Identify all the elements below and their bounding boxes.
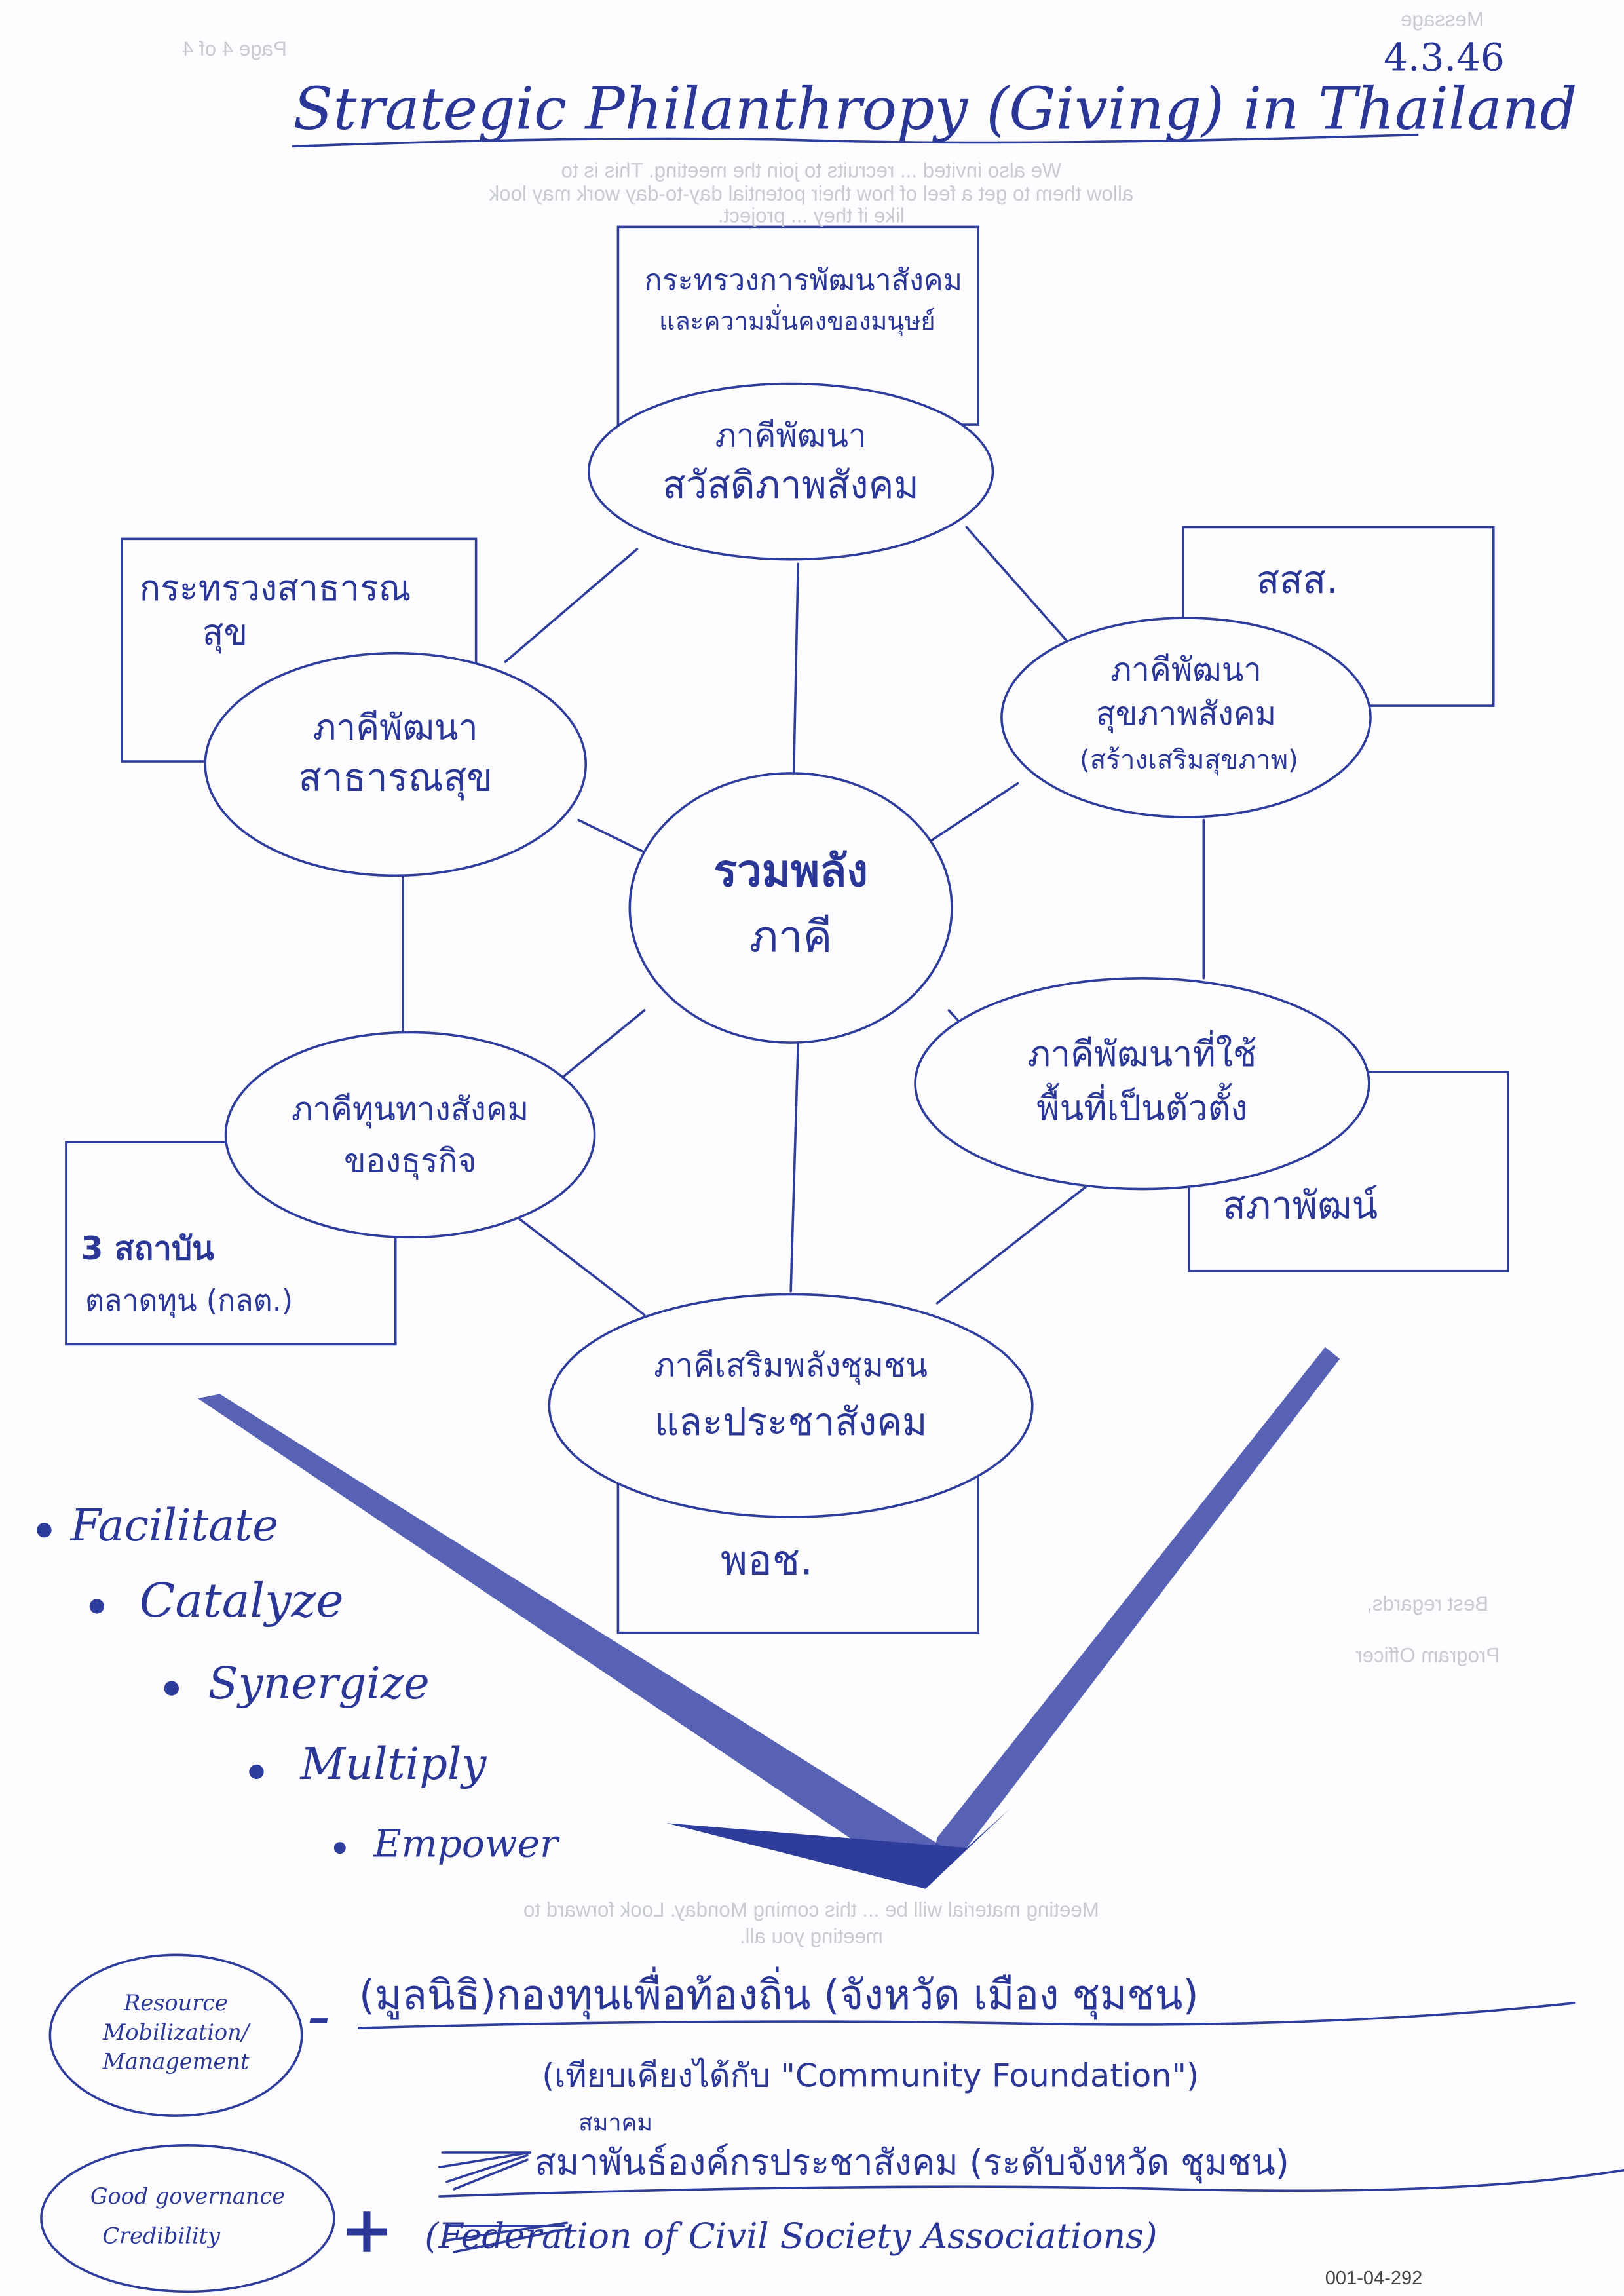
resource-circle-line1: Resource bbox=[123, 1990, 228, 2016]
governance-line2: (Federation of Civil Society Association… bbox=[425, 2215, 1157, 2256]
show-through-regards: Best regards, bbox=[1367, 1592, 1488, 1615]
bullet-facilitate: Facilitate bbox=[69, 1500, 278, 1551]
ellipse-social-health-line3: (สร้างเสริมสุขภาพ) bbox=[1080, 745, 1298, 776]
outcome-good-governance: Good governance Credibility + สมาคม สมาพ… bbox=[40, 2109, 1624, 2293]
bullet-synergize: Synergize bbox=[208, 1658, 430, 1709]
ellipse-area-based-line1: ภาคีพัฒนาที่ใช้ bbox=[1028, 1030, 1257, 1075]
ellipse-public-health bbox=[204, 651, 588, 877]
resource-circle-line3: Management bbox=[102, 2049, 250, 2075]
ellipse-business-capital bbox=[224, 1031, 596, 1239]
ellipse-area-based bbox=[914, 976, 1370, 1191]
ellipse-business-capital-line2: ของธุรกิจ bbox=[344, 1141, 476, 1180]
ellipse-social-welfare-line2: สวัสดิภาพสังคม bbox=[662, 463, 918, 507]
governance-circle-line1: Good governance bbox=[90, 2183, 285, 2209]
governance-line1: สมาพันธ์องค์กรประชาสังคม (ระดับจังหวัด ช… bbox=[535, 2142, 1289, 2184]
box-community-line1: พอช. bbox=[721, 1536, 813, 1584]
box-business-capital-line1: 3 สถาบัน bbox=[81, 1229, 214, 1267]
title-underline bbox=[292, 133, 1419, 148]
center-label-line1: รวมพลัง bbox=[713, 845, 868, 896]
box-social-welfare-line1: กระทรวงการพัฒนาสังคม bbox=[645, 263, 963, 297]
ellipse-public-health-line2: สาธารณสุข bbox=[299, 756, 493, 801]
center-circle bbox=[628, 772, 953, 1044]
ellipse-area-based-line2: พื้นที่เป็นตัวตั้ง bbox=[1036, 1083, 1247, 1129]
show-through-page: Page 4 of 4 bbox=[182, 37, 287, 60]
show-through-message: Message bbox=[1401, 8, 1484, 31]
converging-arrow bbox=[198, 1347, 1340, 1889]
ellipse-business-capital-line1: ภาคีทุนทางสังคม bbox=[292, 1090, 529, 1129]
resource-connector: – bbox=[308, 1991, 330, 2043]
bullet-multiply: Multiply bbox=[299, 1738, 487, 1789]
show-through-signature: Program Officer bbox=[1355, 1643, 1500, 1666]
resource-line1: (มูลนิธิ)กองทุนเพื่อท้องถิ่น (จังหวัด เม… bbox=[359, 1966, 1199, 2020]
box-social-welfare-line2: และความมั่นคงของมนุษย์ bbox=[659, 304, 935, 336]
action-bullets: Facilitate Catalyze Synergize Multiply E… bbox=[37, 1500, 560, 1866]
box-area-based-line1: สภาพัฒน์ bbox=[1222, 1183, 1378, 1227]
box-public-health-line2: สุข bbox=[202, 611, 248, 653]
resource-circle-line2: Mobilization/ bbox=[102, 2019, 251, 2045]
governance-circle-line2: Credibility bbox=[102, 2223, 221, 2249]
scribble-strikeout-2 bbox=[445, 2221, 570, 2253]
resource-line2: (เทียบเคียงได้กับ "Community Foundation"… bbox=[542, 2056, 1199, 2094]
date-label: 4.3.46 bbox=[1384, 35, 1505, 79]
center-label-line2: ภาคี bbox=[749, 911, 833, 963]
box-business-capital-line2: ตลาดทุน (กลต.) bbox=[85, 1284, 293, 1318]
document-code: 001-04-292 bbox=[1325, 2268, 1423, 2289]
ellipse-social-health-line1: ภาคีพัฒนา bbox=[1110, 651, 1262, 689]
ellipse-social-health bbox=[1000, 617, 1372, 818]
connector-lines bbox=[402, 526, 1205, 1316]
box-social-health-line1: สสส. bbox=[1256, 558, 1338, 602]
ellipse-community-line2: และประชาสังคม bbox=[654, 1400, 928, 1444]
bullet-catalyze: Catalyze bbox=[140, 1573, 344, 1628]
organization-boxes bbox=[65, 225, 1509, 1634]
governance-note-above: สมาคม bbox=[578, 2109, 652, 2136]
ellipse-public-health-line1: ภาคีพัฒนา bbox=[313, 707, 478, 748]
ellipse-community bbox=[548, 1293, 1034, 1518]
show-through-para2-line2: meeting you all. bbox=[740, 1924, 883, 1947]
ellipse-social-health-line2: สุขภาพสังคม bbox=[1096, 695, 1276, 733]
box-public-health-line1: กระทรวงสาธารณ bbox=[140, 567, 411, 609]
partner-ellipses bbox=[204, 382, 1372, 1518]
bullet-empower: Empower bbox=[373, 1822, 560, 1866]
ellipse-social-welfare bbox=[587, 382, 994, 561]
scribble-strikeout bbox=[438, 2151, 532, 2191]
outcome-resource-mobilization: Resource Mobilization/ Management – (มูล… bbox=[48, 1953, 1576, 2117]
show-through-para1-line3: like if they ... project. bbox=[718, 204, 905, 227]
show-through-para1-line1: We also invited ... recruits to join the… bbox=[561, 159, 1061, 182]
show-through-text: Page 4 of 4 Message We also invited ... … bbox=[182, 8, 1500, 1947]
page-title: Strategic Philanthropy (Giving) in Thail… bbox=[293, 75, 1577, 144]
show-through-para2-line1: Meeting material will be ... this coming… bbox=[523, 1898, 1099, 1921]
ellipse-community-line1: ภาคีเสริมพลังชุมชน bbox=[654, 1347, 928, 1385]
governance-connector: + bbox=[340, 2192, 394, 2268]
show-through-para1-line2: allow them to get a feel of how their po… bbox=[489, 182, 1133, 205]
ellipse-social-welfare-line1: ภาคีพัฒนา bbox=[715, 417, 867, 455]
